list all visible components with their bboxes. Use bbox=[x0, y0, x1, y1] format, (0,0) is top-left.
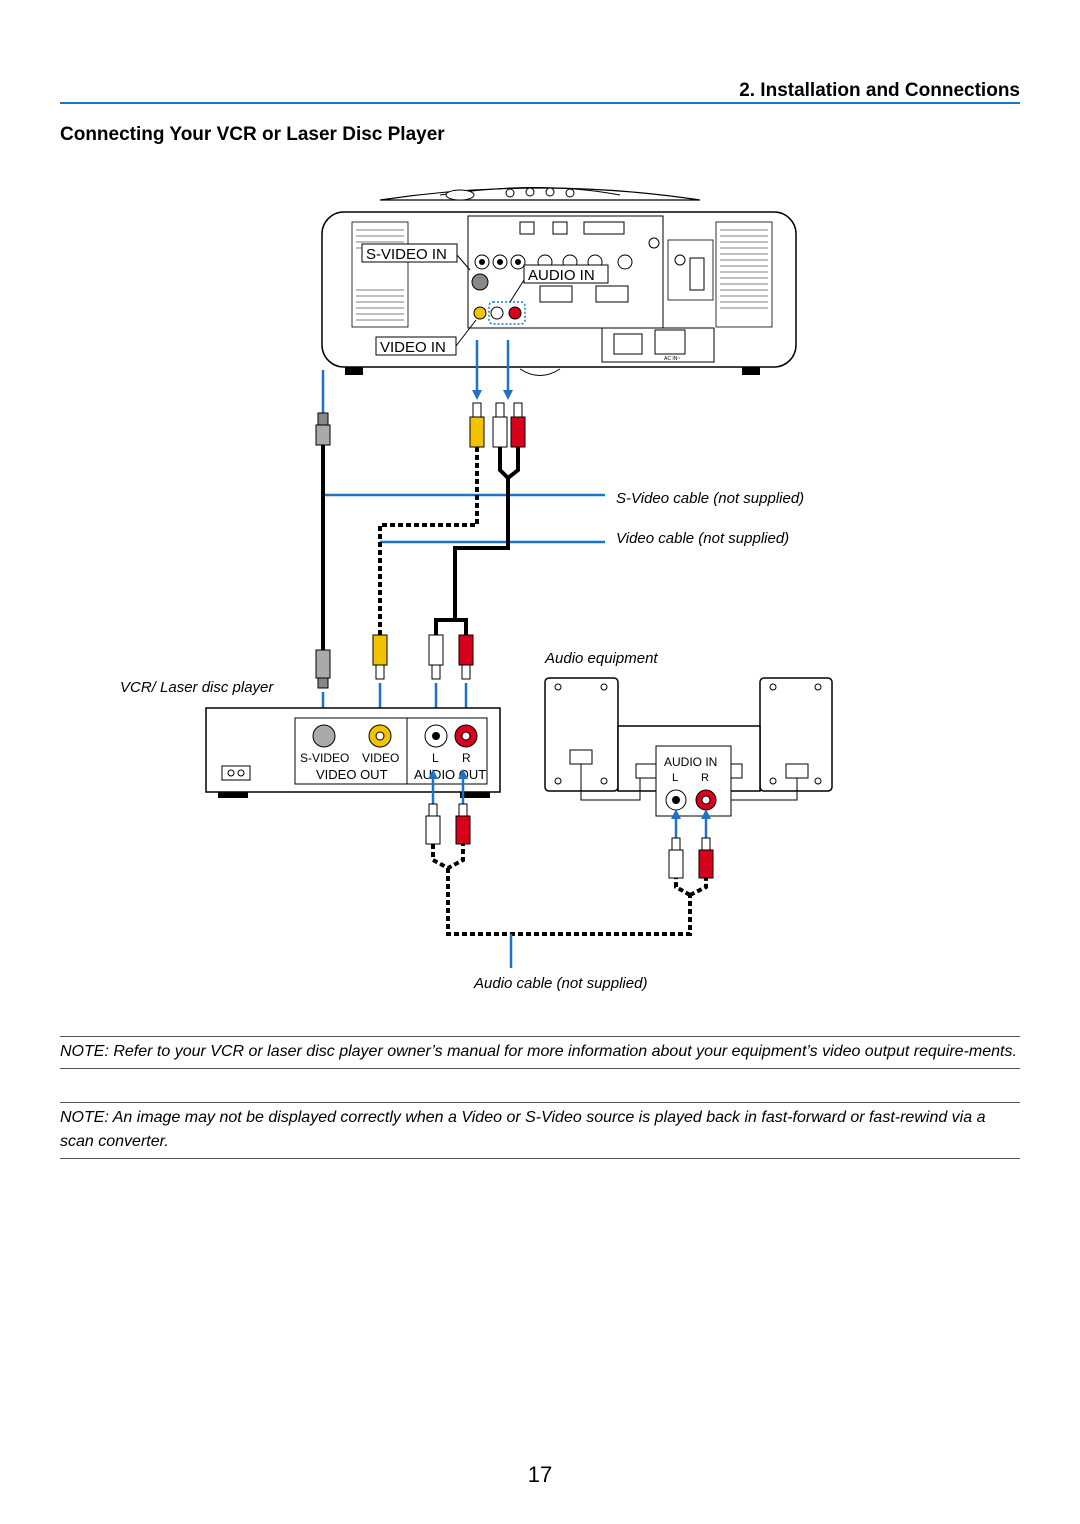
vcr-audio-out-label: AUDIO OUT bbox=[414, 767, 486, 782]
video-in-label: VIDEO IN bbox=[380, 339, 446, 356]
svideo-cable-caption: S-Video cable (not supplied) bbox=[616, 490, 804, 507]
audio-equipment-caption: Audio equipment bbox=[544, 650, 658, 667]
svg-text:S-Video cable (not supplied): S-Video cable (not supplied) bbox=[616, 490, 804, 507]
svideo-cable bbox=[315, 412, 331, 689]
connection-diagram: AC IN~ S-VIDEO IN AUDIO IN VIDEO IN S-Vi… bbox=[120, 187, 833, 992]
audio-equipment: AUDIO IN L R bbox=[544, 677, 833, 817]
subsection-title: Connecting Your VCR or Laser Disc Player bbox=[60, 124, 445, 145]
header-rule bbox=[60, 102, 1020, 104]
audio-equipment-r-label: R bbox=[701, 772, 709, 784]
vcr-r-label: R bbox=[462, 751, 471, 765]
vcr-svideo-label: S-VIDEO bbox=[300, 751, 349, 765]
svg-text:Video cable (not supplied): Video cable (not supplied) bbox=[616, 530, 789, 547]
ac-in-label: AC IN~ bbox=[664, 356, 680, 362]
vcr-video-label: VIDEO bbox=[362, 751, 399, 765]
projector: AC IN~ S-VIDEO IN AUDIO IN VIDEO IN bbox=[321, 187, 797, 376]
audio-cable-projector bbox=[428, 402, 526, 680]
video-cable-caption: Video cable (not supplied) bbox=[616, 530, 789, 547]
svideo-in-label: S-VIDEO IN bbox=[366, 246, 447, 263]
vcr-l-label: L bbox=[432, 751, 439, 765]
page-number: 17 bbox=[527, 1462, 553, 1487]
vcr-video-out-label: VIDEO OUT bbox=[316, 767, 388, 782]
note-scan-converter: NOTE: An image may not be displayed corr… bbox=[60, 1102, 1020, 1159]
vcr-player: S-VIDEO VIDEO L R VIDEO OUT AUDIO OUT bbox=[205, 707, 501, 798]
audio-cable-caption: Audio cable (not supplied) bbox=[473, 975, 647, 992]
audio-equipment-l-label: L bbox=[672, 772, 678, 784]
video-cable bbox=[372, 402, 485, 680]
svg-text:VCR/ Laser disc player: VCR/ Laser disc player bbox=[120, 679, 274, 696]
note-video-output: NOTE: Refer to your VCR or laser disc pl… bbox=[60, 1036, 1020, 1069]
audio-equipment-audio-in-label: AUDIO IN bbox=[664, 755, 717, 769]
section-title: 2. Installation and Connections bbox=[739, 80, 1020, 101]
vcr-caption: VCR/ Laser disc player bbox=[120, 679, 274, 696]
svg-text:Audio cable (not supplied): Audio cable (not supplied) bbox=[473, 975, 647, 992]
svg-text:Audio equipment: Audio equipment bbox=[544, 650, 658, 667]
audio-cable bbox=[425, 803, 714, 936]
audio-in-label: AUDIO IN bbox=[528, 267, 595, 284]
